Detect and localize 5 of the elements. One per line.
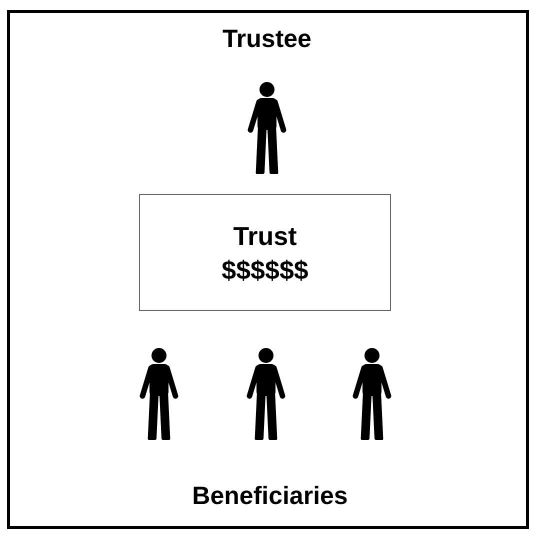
group-label: Beneficiaries bbox=[192, 484, 348, 509]
trust-box bbox=[139, 194, 391, 311]
amount-text: $$$$$$ bbox=[222, 254, 308, 286]
node-title: Trust bbox=[233, 220, 297, 252]
group-label: Trustee bbox=[222, 27, 312, 52]
